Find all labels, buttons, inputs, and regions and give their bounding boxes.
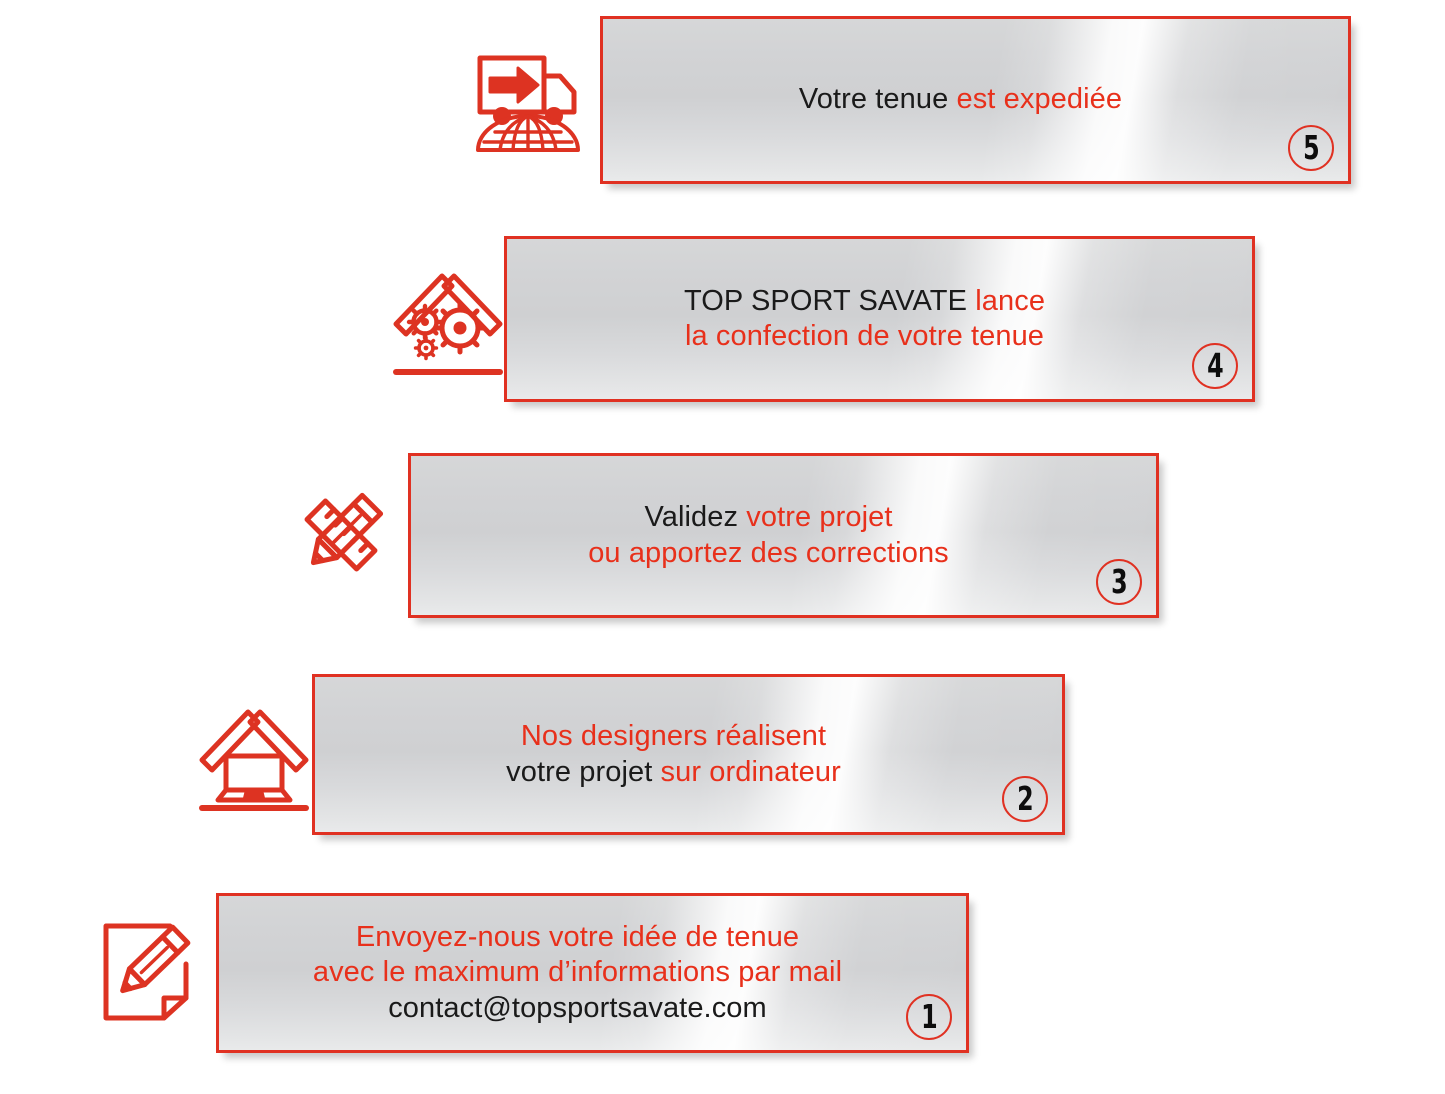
text-run: Nos designers réalisent xyxy=(520,720,827,753)
step-number-1: 1 xyxy=(920,997,938,1036)
text-run: Votre tenue xyxy=(798,83,957,116)
text-run: Validez xyxy=(644,501,747,534)
text-run: TOP SPORT SAVATE xyxy=(683,284,976,317)
step-number-badge-2: 2 xyxy=(1002,776,1048,822)
text-run: votre projet xyxy=(506,755,661,788)
document-pencil-icon xyxy=(98,918,206,1030)
roof-gears-icon xyxy=(392,262,504,380)
step-number-5: 5 xyxy=(1302,128,1320,167)
text-run: contact@topsportsavate.com xyxy=(388,991,767,1024)
text-run: lance xyxy=(975,284,1046,317)
step-5-text: Votre tenue est expediée xyxy=(759,82,1192,117)
step-panel-5[interactable]: Votre tenue est expediée 5 xyxy=(600,16,1351,184)
text-run: avec le maximum d’informations par mail xyxy=(312,956,843,989)
step-number-3: 3 xyxy=(1110,562,1128,601)
step-number-badge-4: 4 xyxy=(1192,343,1238,389)
text-run: sur ordinateur xyxy=(660,755,841,788)
step-panel-5-text-block: Votre tenue est expediée xyxy=(603,19,1348,181)
text-run: votre projet xyxy=(746,501,893,534)
roof-laptop-icon xyxy=(198,702,310,814)
text-run: la confection de votre tenue xyxy=(684,320,1045,352)
text-run: est expediée xyxy=(956,83,1123,116)
step-number-badge-5: 5 xyxy=(1288,125,1334,171)
delivery-truck-globe-icon xyxy=(472,46,584,158)
step-number-badge-3: 3 xyxy=(1096,559,1142,605)
step-number-4: 4 xyxy=(1206,346,1224,385)
text-run: Envoyez-nous votre idée de tenue xyxy=(355,920,800,953)
step-number-badge-1: 1 xyxy=(906,994,952,1040)
text-run: ou apportez des corrections xyxy=(588,536,949,569)
step-number-2: 2 xyxy=(1016,779,1034,818)
ruler-pencil-cross-icon xyxy=(288,482,394,588)
